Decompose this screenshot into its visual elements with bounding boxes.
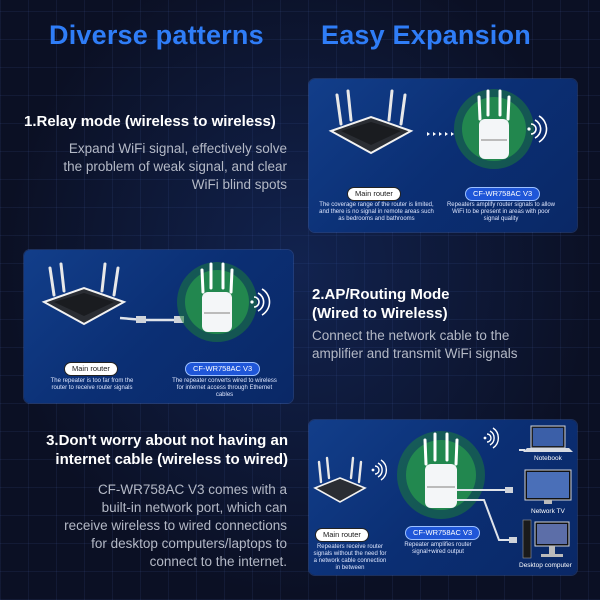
tv-icon	[524, 469, 572, 504]
laptop-icon	[523, 425, 573, 452]
relay-diagram	[328, 89, 548, 169]
repeater-model-label: CF-WR758AC V3	[185, 362, 261, 376]
section2-heading: 2.AP/Routing Mode (Wired to Wireless)	[312, 286, 450, 322]
repeater-amplify-note: Repeaters amplify router signals to allo…	[446, 202, 556, 222]
section3-description: CF-WR758AC V3 comes with a built-in netw…	[64, 482, 287, 569]
repeater-wired-output-note: Repeater amplifies router signal+wired o…	[404, 542, 472, 555]
section2-description: Connect the network cable to the amplifi…	[312, 328, 518, 361]
network-tv-label: Network TV	[531, 508, 565, 515]
wifi-icon	[374, 459, 387, 481]
ethernet-cable	[457, 499, 514, 541]
section1-heading: 1.Relay mode (wireless to wireless)	[24, 113, 276, 130]
signal-arrows	[427, 132, 454, 136]
main-router-label: Main router	[64, 362, 118, 376]
repeater-icon	[200, 262, 234, 332]
wifi-icon	[253, 288, 271, 316]
notebook-label: Notebook	[534, 455, 562, 462]
section3-heading: 3.Don't worry about not having an intern…	[46, 432, 288, 468]
main-router-icon	[328, 89, 414, 155]
desktop-computer-label: Desktop computer	[519, 562, 572, 569]
main-router-label: Main router	[315, 528, 369, 542]
wifi-icon	[530, 115, 548, 143]
title-easy-expansion: Easy Expansion	[321, 20, 531, 50]
main-router-label: Main router	[347, 187, 401, 201]
wireless-to-wired-panel: Notebook Network TV Desktop computer Mai…	[309, 420, 577, 575]
main-router-icon	[41, 262, 127, 326]
repeater-convert-note: The repeater converts wired to wireless …	[172, 378, 277, 398]
main-router-icon	[313, 456, 367, 503]
ap-routing-diagram	[41, 262, 271, 342]
repeater-model-label: CF-WR758AC V3	[465, 187, 541, 201]
repeater-icon	[477, 89, 511, 159]
repeater-model-label: CF-WR758AC V3	[405, 526, 481, 540]
wireless-to-wired-diagram	[313, 425, 573, 559]
ap-routing-panel: Main router CF-WR758AC V3 The repeater i…	[24, 250, 293, 403]
relay-mode-panel: Main router CF-WR758AC V3 The coverage r…	[309, 79, 577, 232]
wifi-icon	[486, 427, 499, 449]
router-distance-note: The repeater is too far from the router …	[50, 378, 134, 391]
title-diverse-patterns: Diverse patterns	[49, 20, 264, 50]
desktop-computer-icon	[522, 519, 570, 559]
repeater-icon	[423, 432, 459, 508]
router-coverage-note: The coverage range of the router is limi…	[319, 202, 434, 222]
section1-description: Expand WiFi signal, effectively solve th…	[63, 141, 287, 192]
router-no-cable-note: Repeaters receive router signals without…	[313, 544, 387, 571]
